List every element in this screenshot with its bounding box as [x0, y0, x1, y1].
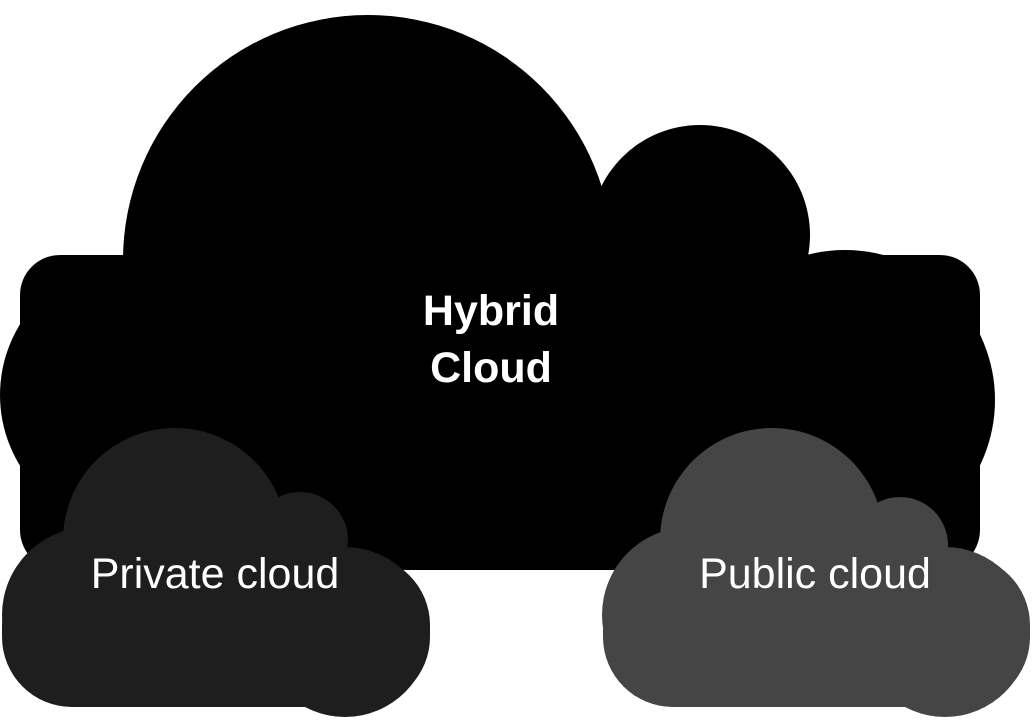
hybrid-cloud-title-line2: Cloud — [430, 344, 552, 392]
arrow-shaft — [445, 620, 587, 628]
hybrid-cloud-title-line1: Hybrid — [423, 287, 559, 335]
private-cloud-shape — [2, 428, 430, 717]
private-cloud-label: Private cloud — [91, 550, 340, 598]
arrow-head-right — [581, 616, 601, 636]
public-cloud-label: Public cloud — [699, 550, 931, 598]
public-cloud-shape — [602, 428, 1030, 717]
arrow-head-left — [432, 612, 452, 632]
bidirectional-arrow — [432, 612, 601, 636]
